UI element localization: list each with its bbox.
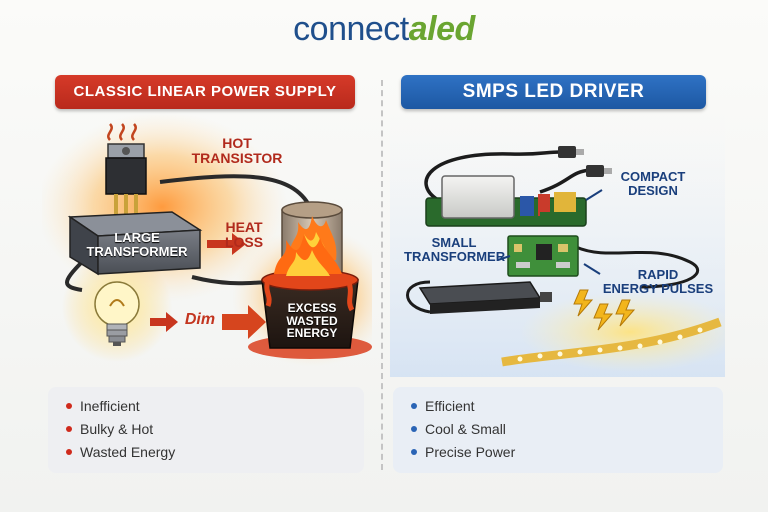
list-item: Efficient [411, 395, 723, 418]
logo-text-aled: aled [408, 10, 476, 48]
transistor-icon [105, 143, 147, 216]
small-transformer-board-icon [507, 235, 579, 277]
dim-bulb-icon [94, 281, 140, 346]
led-dots [517, 327, 703, 362]
large-transformer-label: LARGE TRANSFORMER [86, 230, 188, 259]
excess-energy-label: EXCESS WASTED ENERGY [286, 301, 338, 341]
list-item: Cool & Small [411, 418, 723, 441]
lightning-bolt-icon [593, 303, 614, 331]
heat-wisp-icon [119, 123, 125, 141]
dim-arrow-large-icon [222, 305, 266, 339]
compact-driver-icon [425, 175, 587, 227]
heat-loss-arrow-icon [207, 233, 246, 255]
wire-transistor-bucket [159, 174, 312, 208]
small-transformer-pointer [497, 255, 511, 261]
bullet-dot-icon [411, 449, 417, 456]
logo-text-connect: connect [293, 10, 409, 48]
board-cable [575, 245, 699, 289]
linear-panel-title: CLASSIC LINEAR POWER SUPPLY [55, 75, 355, 109]
smps-panel-title: SMPS LED DRIVER [401, 75, 706, 109]
list-item-text: Cool & Small [425, 421, 506, 437]
compact-design-label: COMPACT DESIGN [620, 169, 686, 198]
wire-transformer-bulb [65, 260, 84, 292]
excess-energy-pot-icon [248, 234, 372, 359]
usb-plug-tip-icon [604, 168, 612, 174]
heat-wisp-icon [131, 123, 137, 141]
linear-illustration-svg [37, 112, 392, 367]
list-item: Wasted Energy [66, 441, 364, 464]
bullet-dot-icon [411, 426, 417, 433]
smps-driver-illustration: COMPACT DESIGN SMALL TRANSFORMER RAPID E… [390, 112, 740, 377]
rapid-energy-pulses-label: RAPID ENERGY PULSES [602, 267, 714, 296]
lightning-bolt-icon [573, 289, 594, 317]
hot-transistor-label: HOT TRANSISTOR [191, 135, 283, 166]
strip-cable [406, 280, 431, 314]
center-divider [381, 80, 383, 470]
list-item-text: Wasted Energy [80, 444, 176, 460]
list-item: Precise Power [411, 441, 723, 464]
linear-drawbacks-list: Inefficient Bulky & Hot Wasted Energy [48, 387, 364, 473]
led-strip-icon [501, 317, 722, 367]
list-item: Bulky & Hot [66, 418, 364, 441]
list-item-text: Precise Power [425, 444, 516, 460]
usb-plug-icon [586, 165, 604, 177]
bullet-dot-icon [66, 449, 72, 456]
bullet-dot-icon [411, 403, 417, 410]
slim-driver-icon [418, 281, 552, 314]
dim-arrow-small-icon [150, 312, 178, 332]
list-item-text: Bulky & Hot [80, 421, 154, 437]
linear-supply-illustration: HOT TRANSISTOR LARGE TRANSFORMER HEAT LO… [37, 112, 392, 377]
usb-cable-left [424, 150, 561, 202]
heat-loss-label: HEAT LOSS [224, 219, 264, 250]
bullet-dot-icon [66, 403, 72, 410]
smps-illustration-svg [390, 112, 740, 377]
rapid-pulses-pointer [583, 263, 601, 275]
bullet-dot-icon [66, 426, 72, 433]
compact-design-pointer [585, 189, 603, 201]
large-transformer-icon [67, 211, 203, 276]
list-item-text: Inefficient [80, 398, 140, 414]
brand-logo: connectaled [0, 10, 768, 49]
usb-plug-icon [558, 146, 576, 158]
usb-cable-right [539, 168, 591, 194]
smps-benefits-list: Efficient Cool & Small Precise Power [393, 387, 723, 473]
small-transformer-label: SMALL TRANSFORMER [404, 235, 506, 264]
list-item: Inefficient [66, 395, 364, 418]
list-item-text: Efficient [425, 398, 475, 414]
lightning-bolt-icon [615, 299, 636, 327]
usb-plug-tip-icon [576, 149, 584, 155]
heat-wisp-icon [107, 123, 113, 141]
dim-label: Dim [184, 311, 216, 328]
